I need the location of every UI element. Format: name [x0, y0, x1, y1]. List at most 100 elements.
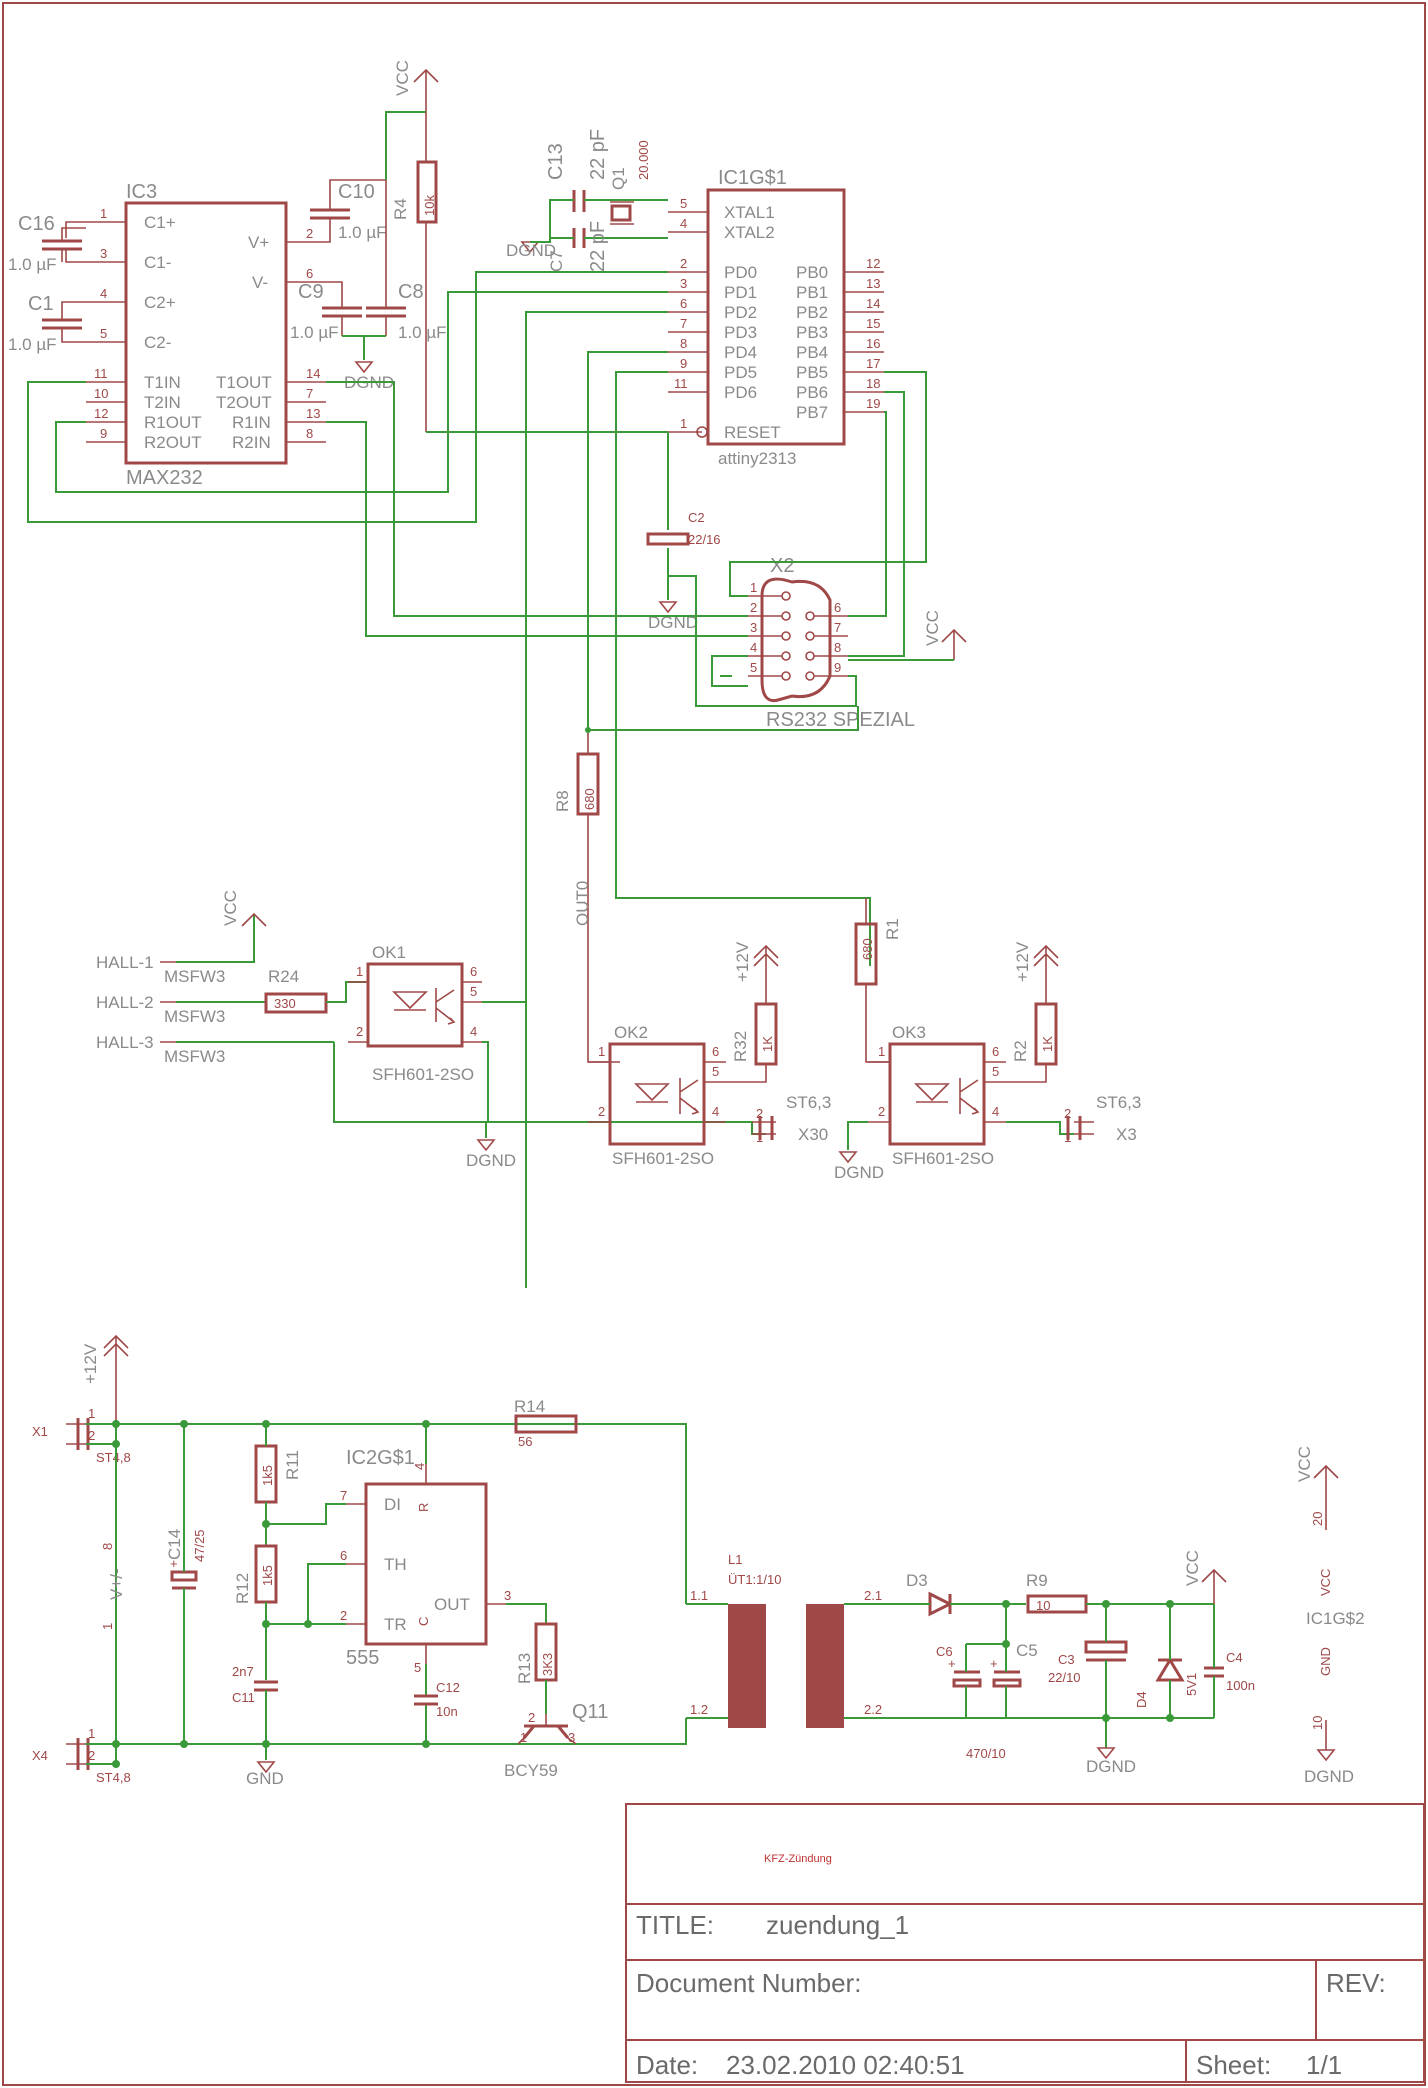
svg-text:2: 2	[88, 1428, 95, 1443]
title-label: TITLE:	[636, 1910, 714, 1940]
diode-d4: D4 5V1	[1134, 1604, 1199, 1718]
c12-value: 10n	[436, 1704, 458, 1719]
svg-text:7: 7	[306, 386, 313, 401]
c13-name: C13	[545, 143, 567, 180]
x2-value: RS232 SPEZIAL	[766, 709, 915, 731]
date-value: 23.02.2010 02:40:51	[726, 2050, 965, 2080]
vcc-label: VCC	[221, 890, 240, 926]
svg-text:2: 2	[528, 1710, 535, 1725]
svg-text:11: 11	[674, 376, 688, 391]
l1-name: L1	[728, 1552, 742, 1567]
st63-label: ST6,3	[1096, 1093, 1141, 1112]
svg-text:9: 9	[834, 660, 841, 675]
pin-label: 10	[1310, 1716, 1325, 1730]
c7-value: 22 pF	[587, 221, 609, 272]
r8-name: R8	[553, 790, 572, 812]
svg-text:7: 7	[834, 620, 841, 635]
pin-label: PD0	[724, 263, 757, 282]
vcc-symbol: VCC	[393, 60, 439, 112]
ic1-power-gate: VCC 20 VCC IC1G$2 GND 10 DGND	[1295, 1446, 1365, 1786]
vcc-12v-symbol: +12V	[81, 1334, 129, 1424]
pin-label: R	[416, 1503, 431, 1512]
r1-value: 680	[860, 938, 875, 960]
pin-label: C1-	[144, 253, 171, 272]
resistor-r14: R14 56	[514, 1397, 578, 1449]
capacitor-c10: C10 1.0 µF	[310, 179, 387, 243]
msfw3-label: MSFW3	[164, 1007, 225, 1026]
ok1-value: SFH601-2SO	[372, 1065, 474, 1084]
pin-label: DI	[384, 1495, 401, 1514]
svg-text:5: 5	[414, 1660, 421, 1675]
pin-label: VCC	[1318, 1569, 1333, 1596]
pin-label: PB7	[796, 403, 828, 422]
r32-name: R32	[731, 1031, 750, 1062]
12v-label: +12V	[733, 941, 752, 982]
d3-name: D3	[906, 1571, 928, 1590]
svg-text:1.2: 1.2	[690, 1702, 708, 1717]
pin-label: PD4	[724, 343, 757, 362]
svg-text:6: 6	[834, 600, 841, 615]
dgnd-label: DGND	[1086, 1757, 1136, 1776]
x2-name: X2	[770, 555, 794, 577]
r14-value: 56	[518, 1434, 532, 1449]
svg-text:14: 14	[866, 296, 880, 311]
svg-text:1: 1	[750, 580, 757, 595]
c2-value: 22/16	[688, 532, 721, 547]
connector-x30: 21 ST6,3 X30	[726, 1093, 831, 1145]
msfw3-label: MSFW3	[164, 967, 225, 986]
r24-value: 330	[274, 996, 296, 1011]
svg-text:1: 1	[100, 206, 107, 221]
svg-text:6: 6	[340, 1548, 347, 1563]
pin-label: PD2	[724, 303, 757, 322]
pin-label: PB0	[796, 263, 828, 282]
svg-text:5: 5	[680, 196, 687, 211]
svg-text:2: 2	[750, 600, 757, 615]
pin-label: R1IN	[232, 413, 271, 432]
svg-text:+: +	[948, 1656, 956, 1671]
svg-text:6: 6	[680, 296, 687, 311]
dgnd-symbol: DGND	[344, 361, 394, 392]
svg-text:4: 4	[712, 1104, 719, 1119]
diode-d3: D3	[906, 1571, 1026, 1617]
svg-text:5: 5	[992, 1064, 999, 1079]
svg-text:2: 2	[340, 1608, 347, 1623]
svg-text:17: 17	[866, 356, 880, 371]
c9-name: C9	[298, 281, 324, 303]
svg-text:6: 6	[306, 266, 313, 281]
pin-label: T2IN	[144, 393, 181, 412]
dgnd-symbol: DGND	[834, 1151, 884, 1182]
svg-text:3: 3	[504, 1588, 511, 1603]
c56-value: 470/10	[966, 1746, 1006, 1761]
capacitor-c4: C4 100n	[1204, 1604, 1255, 1718]
c11-value: 2n7	[232, 1664, 254, 1679]
resistor-r32: +12V R32 1K	[726, 941, 779, 1083]
c10-name: C10	[338, 181, 375, 203]
svg-text:1: 1	[356, 964, 363, 979]
x3-name: X3	[1116, 1125, 1137, 1144]
resistor-r24: R24 330	[264, 967, 366, 1014]
r8-value: 680	[582, 788, 597, 810]
svg-text:+: +	[170, 1556, 178, 1571]
svg-text:4: 4	[680, 216, 687, 231]
msfw3-label: MSFW3	[164, 1047, 225, 1066]
svg-text:2: 2	[306, 226, 313, 241]
12v-label: +12V	[1013, 941, 1032, 982]
vcc-label: VCC	[393, 60, 412, 96]
svg-text:13: 13	[866, 276, 880, 291]
svg-text:2: 2	[88, 1748, 95, 1763]
r4-value: 10k	[422, 195, 437, 216]
vcc-label: VCC	[1183, 1550, 1202, 1586]
ok1-name: OK1	[372, 943, 406, 962]
capacitor-c5: + C5	[990, 1641, 1038, 1688]
connector-x3: 21 ST6,3 X3	[1006, 1093, 1141, 1145]
ic2-name: IC2G$1	[346, 1447, 415, 1469]
vpm-label: 8 V+/- 1	[100, 1543, 126, 1630]
pin-label: OUT	[434, 1595, 470, 1614]
document-number-label: Document Number:	[636, 1968, 861, 1998]
resistor-r4: R4 10k	[391, 112, 438, 432]
pin-label: GND	[1318, 1647, 1333, 1676]
svg-text:3: 3	[750, 620, 757, 635]
